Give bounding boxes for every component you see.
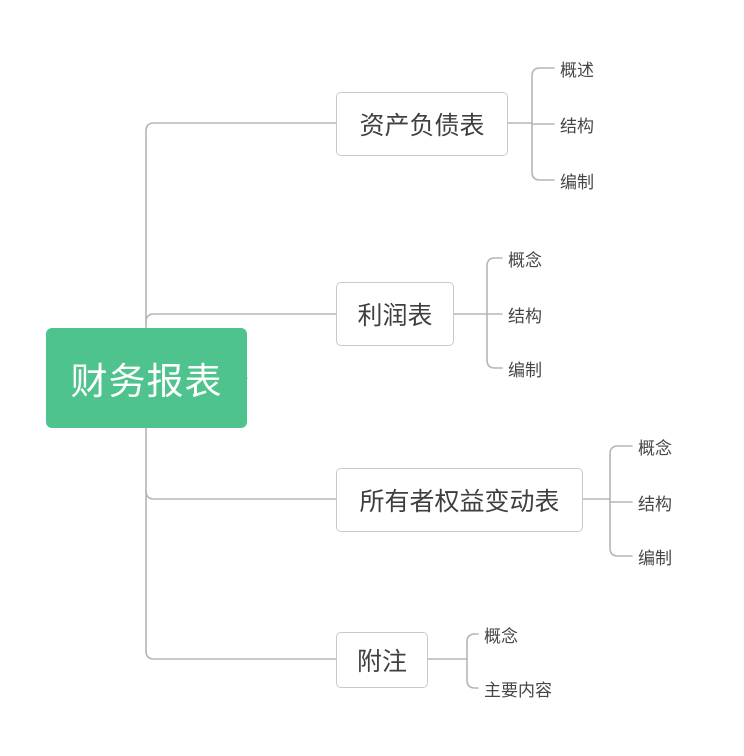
branch-node-notes[interactable]: 附注: [336, 632, 428, 688]
leaf-bracket-2: [486, 257, 503, 369]
leaf-node-equity-structure[interactable]: 结构: [638, 486, 728, 518]
leaf-node-income-statement-concept[interactable]: 概念: [508, 242, 598, 274]
leaf-node-equity-preparation[interactable]: 编制: [638, 540, 728, 572]
leaf-node-notes-concept[interactable]: 概念: [484, 618, 604, 650]
branch-node-label: 所有者权益变动表: [359, 487, 560, 516]
branch-node-label: 利润表: [357, 301, 433, 330]
branch-connector-4: [145, 650, 337, 660]
leaf-node-balance-sheet-structure[interactable]: 结构: [560, 108, 650, 140]
leaf-node-label: 概念: [508, 250, 542, 271]
root-node-financial-statements[interactable]: 财务报表: [46, 328, 247, 428]
leaf-node-label: 结构: [638, 494, 672, 515]
root-node-label: 财务报表: [70, 360, 223, 403]
leaf-node-equity-concept[interactable]: 概念: [638, 430, 728, 462]
branch-node-balance-sheet[interactable]: 资产负债表: [336, 92, 508, 156]
leaf-node-label: 结构: [508, 306, 542, 327]
leaf-node-label: 主要内容: [484, 680, 552, 701]
leaf-node-balance-sheet-preparation[interactable]: 编制: [560, 164, 650, 196]
leaf-node-notes-main-contents[interactable]: 主要内容: [484, 672, 604, 704]
branch-connector-2: [145, 313, 337, 323]
leaf-node-label: 结构: [560, 116, 594, 137]
leaf-node-label: 编制: [508, 360, 542, 381]
branch-node-statement-of-changes-in-equity[interactable]: 所有者权益变动表: [336, 468, 583, 532]
leaf-node-label: 编制: [560, 172, 594, 193]
branch-connector-1: [145, 122, 337, 132]
branch-connector-3: [145, 490, 337, 500]
leaf-node-label: 概念: [638, 438, 672, 459]
leaf-node-income-statement-preparation[interactable]: 编制: [508, 352, 598, 384]
leaf-bracket-3: [609, 445, 633, 557]
leaf-node-label: 概述: [560, 60, 594, 81]
leaf-node-label: 概念: [484, 626, 518, 647]
branch-node-label: 附注: [356, 647, 407, 676]
branch-node-income-statement[interactable]: 利润表: [336, 282, 454, 346]
leaf-node-label: 编制: [638, 548, 672, 569]
branch-node-label: 资产负债表: [359, 111, 485, 140]
leaf-bracket-4: [466, 633, 479, 689]
leaf-node-balance-sheet-overview[interactable]: 概述: [560, 52, 650, 84]
leaf-node-income-statement-structure[interactable]: 结构: [508, 298, 598, 330]
